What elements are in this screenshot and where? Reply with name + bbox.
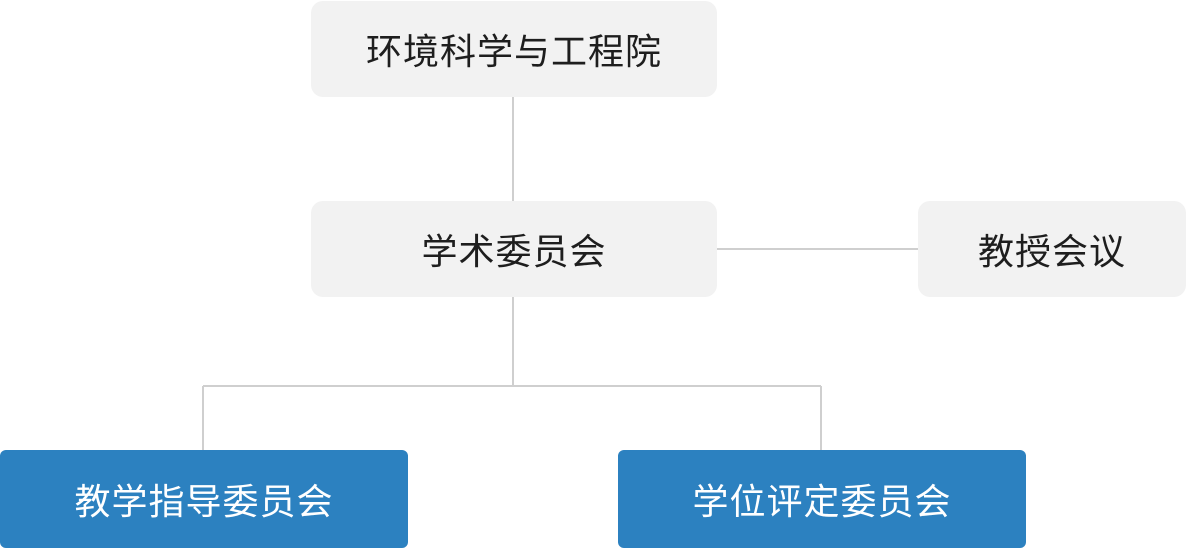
node-professors-meeting: 教授会议 — [918, 201, 1186, 297]
node-degree-committee: 学位评定委员会 — [618, 450, 1026, 548]
node-school-label: 环境科学与工程院 — [365, 32, 662, 73]
node-academic-committee-label: 学术委员会 — [421, 232, 607, 273]
node-teaching-committee-label: 教学指导委员会 — [74, 482, 334, 523]
node-academic-committee: 学术委员会 — [311, 201, 717, 297]
node-degree-committee-label: 学位评定委员会 — [692, 482, 952, 523]
node-school: 环境科学与工程院 — [311, 1, 717, 97]
node-professors-meeting-label: 教授会议 — [977, 232, 1126, 273]
node-teaching-committee: 教学指导委员会 — [0, 450, 408, 548]
